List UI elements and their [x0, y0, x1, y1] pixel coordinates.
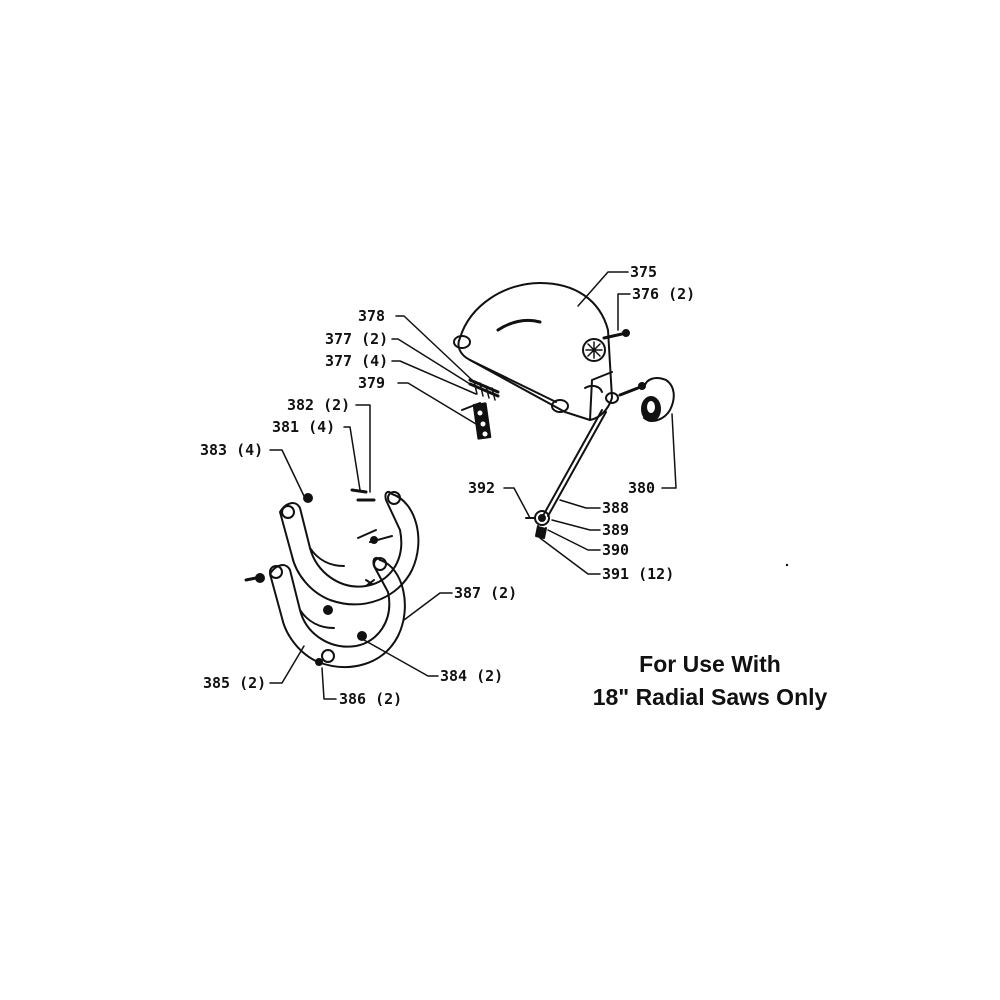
callout-391: 391 (12): [602, 565, 674, 583]
callout-388: 388: [602, 499, 629, 517]
usage-note-line-2: 18" Radial Saws Only: [592, 684, 828, 710]
callout-377-a: 377 (2): [325, 330, 388, 348]
callout-375: 375: [630, 263, 657, 281]
callout-377-b: 377 (4): [325, 352, 388, 370]
leader-lines: [269, 271, 677, 700]
callout-labels: 375 376 (2) 378 377 (2) 377 (4) 379 382 …: [200, 263, 695, 708]
tie-rod-assembly: [525, 409, 607, 539]
lower-guard-front-half: [244, 557, 406, 668]
callout-392: 392: [468, 479, 495, 497]
callout-376: 376 (2): [632, 285, 695, 303]
usage-note-line-1: For Use With: [639, 651, 781, 677]
lower-guard-back-half: [279, 491, 420, 606]
callout-383: 383 (4): [200, 441, 263, 459]
stray-dot: [785, 563, 789, 567]
upper-blade-guard: [453, 282, 646, 421]
callout-378: 378: [358, 307, 385, 325]
spring-clip-assembly: [461, 378, 500, 440]
callout-387: 387 (2): [454, 584, 517, 602]
callout-384: 384 (2): [440, 667, 503, 685]
guard-hardware: [315, 488, 393, 666]
callout-379: 379: [358, 374, 385, 392]
callout-382: 382 (2): [287, 396, 350, 414]
callout-385: 385 (2): [203, 674, 266, 692]
callout-389: 389: [602, 521, 629, 539]
usage-note: For Use With 18" Radial Saws Only: [560, 648, 860, 714]
callout-386: 386 (2): [339, 690, 402, 708]
callout-390: 390: [602, 541, 629, 559]
callout-381: 381 (4): [272, 418, 335, 436]
dust-elbow: [641, 377, 675, 422]
callout-380: 380: [628, 479, 655, 497]
